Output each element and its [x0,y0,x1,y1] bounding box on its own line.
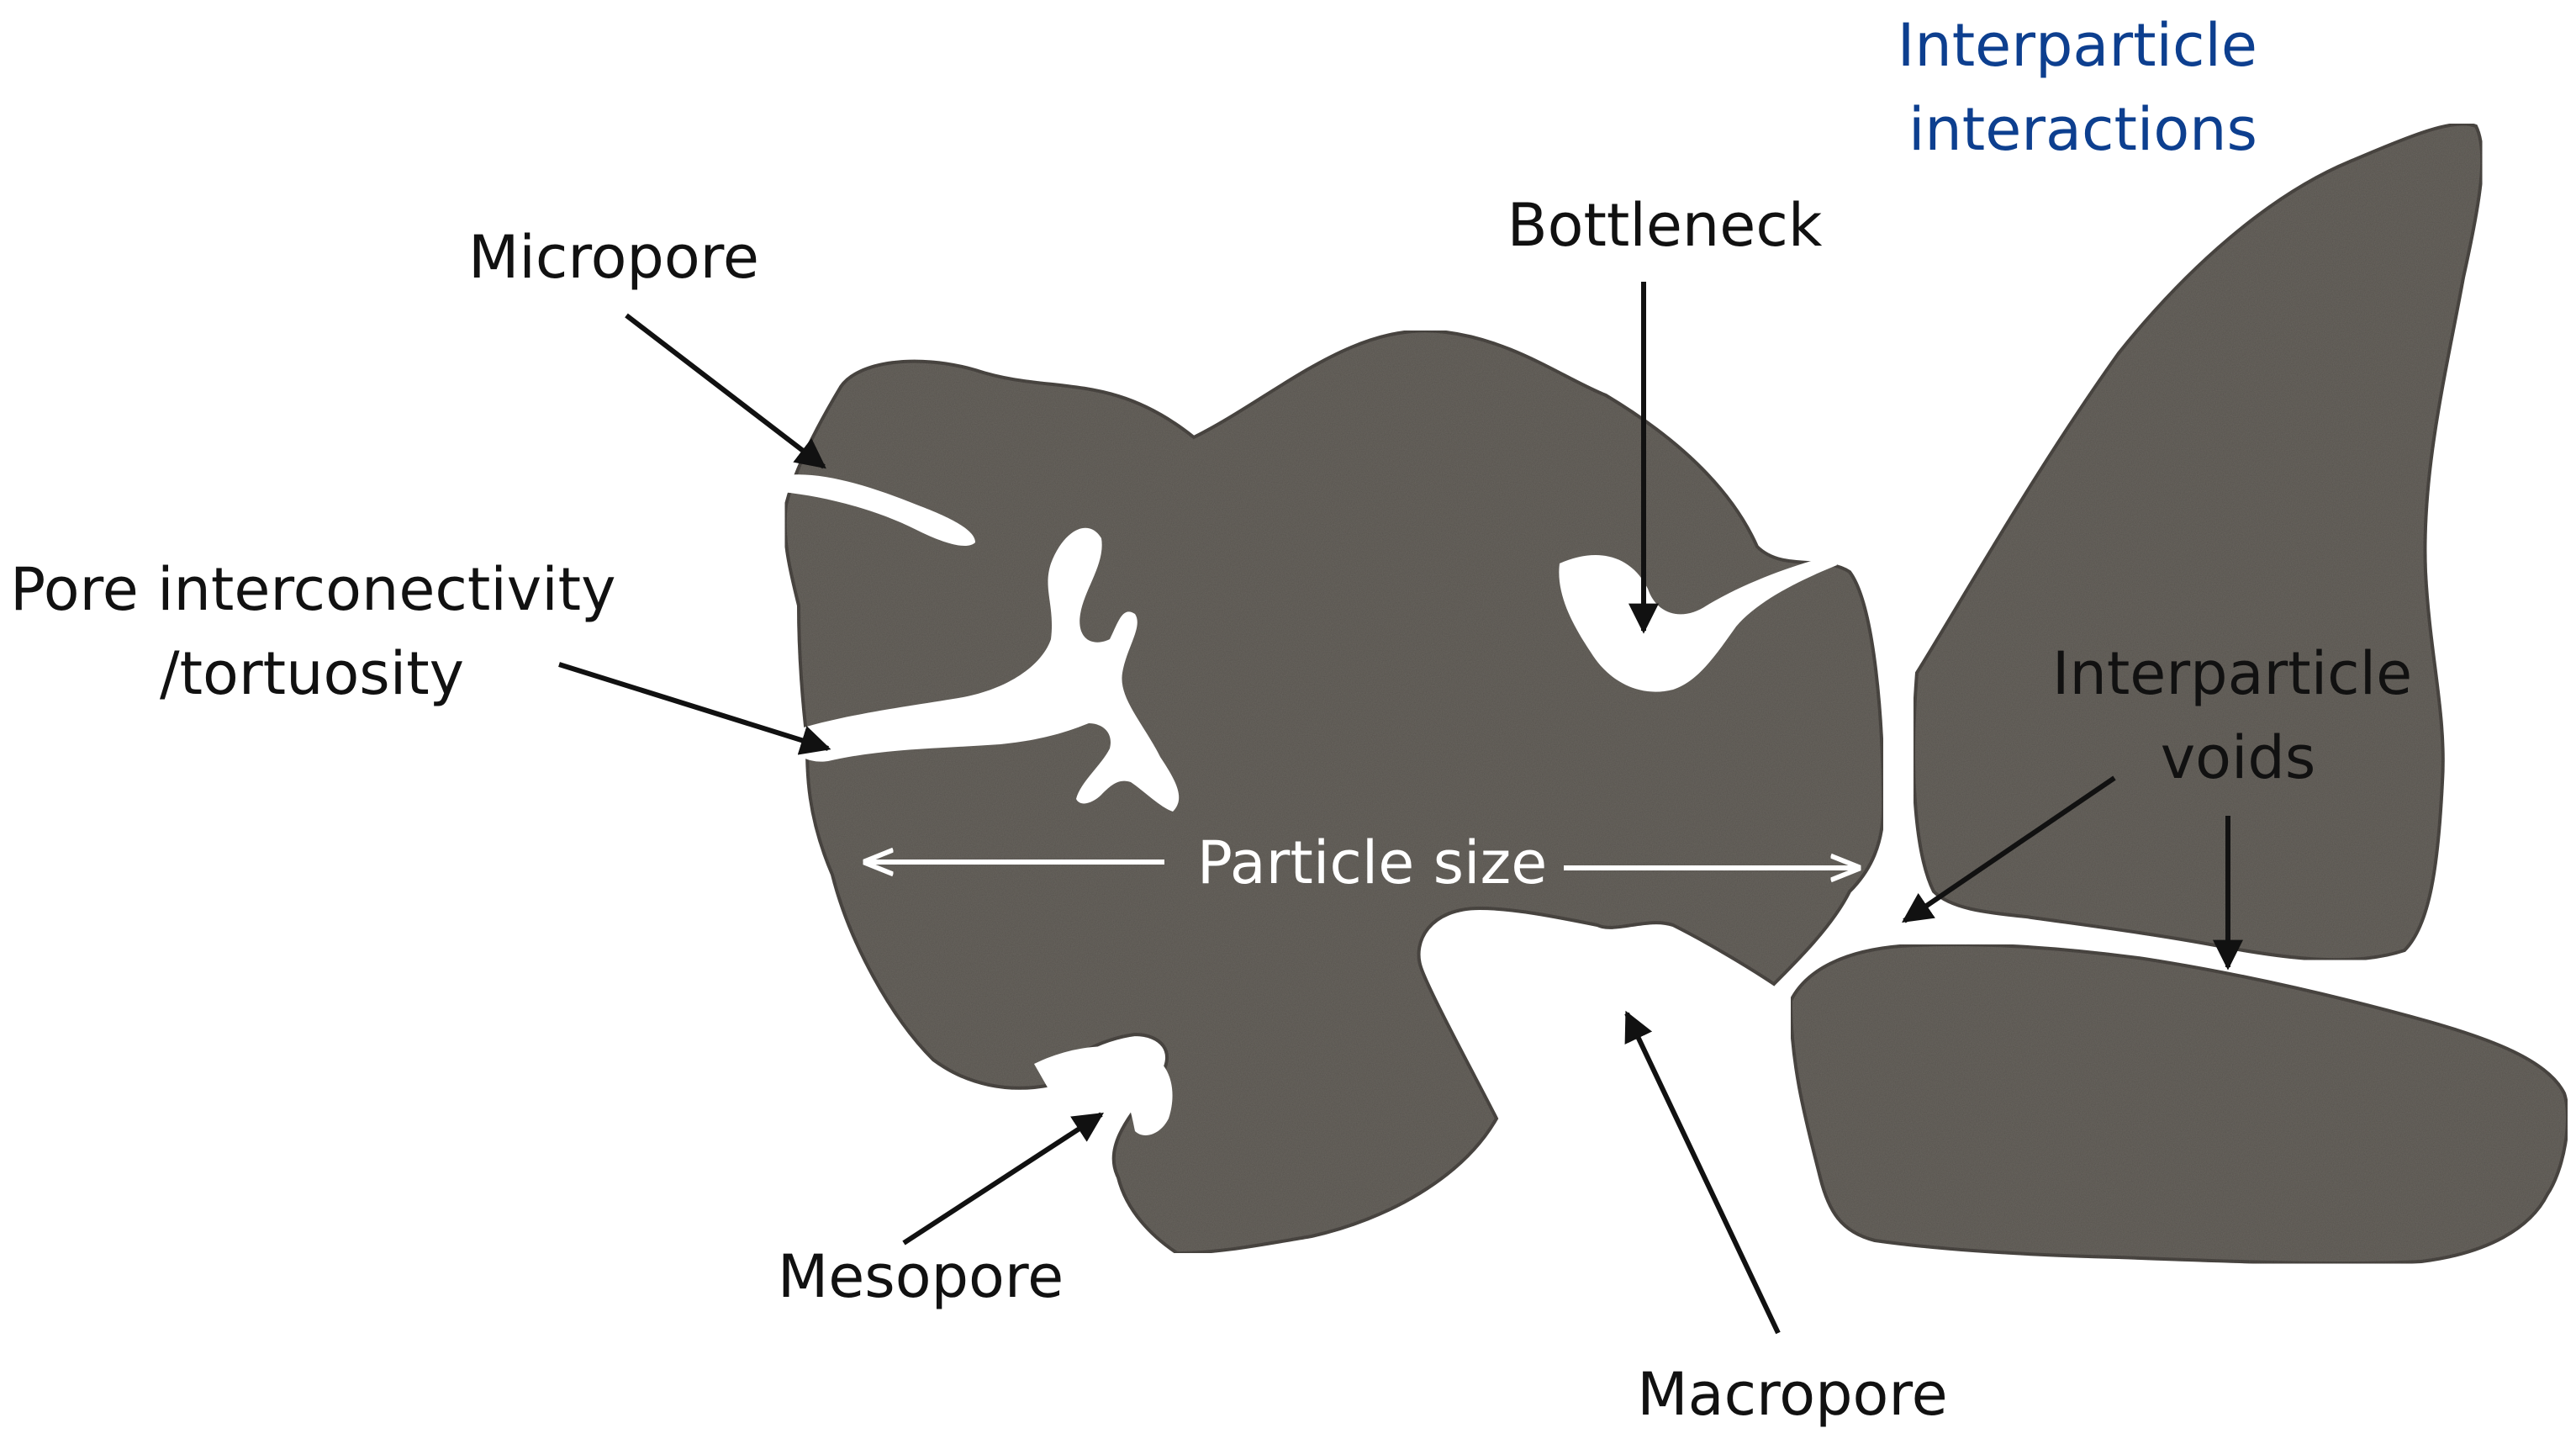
macropore-label: Macropore [1637,1360,1947,1429]
pore-interconnectivity-label-line1: Pore interconectivity [10,555,616,624]
pore-interconnectivity-label-line2: /tortuosity [160,639,464,708]
particle-size-label: Particle size [1197,828,1548,897]
mesopore-arrow [902,1112,1105,1246]
interparticle-interactions-label-line2: interactions [1908,95,2257,164]
upper-right-particle [1912,122,2484,962]
mesopore-label: Mesopore [778,1242,1064,1311]
main-particle-body [783,329,1886,1256]
micropore-crack [782,474,975,547]
interparticle-void-arrow-left [1902,775,2116,923]
interparticle-interactions-label-line1: Interparticle [1898,11,2257,80]
particle-size-arrows [866,862,1858,868]
mesopore-notch [1034,1046,1173,1135]
main-particle [782,329,1886,1256]
labels: Interparticle interactions Micropore Bot… [10,11,2412,1429]
tortuosity-arrow [558,662,831,755]
micropore-arrow [625,313,826,469]
annotation-arrows [558,282,2243,1335]
macropore-arrow [1624,1010,1781,1335]
interparticle-voids-label-line2: voids [2161,723,2316,792]
lower-right-particle [1788,943,2569,1266]
micropore-label: Micropore [468,223,759,292]
tortuous-channel [790,527,1180,812]
bottleneck-pore [1559,555,1837,692]
bottleneck-label: Bottleneck [1507,191,1823,260]
interparticle-voids-label-line1: Interparticle [2052,639,2412,708]
